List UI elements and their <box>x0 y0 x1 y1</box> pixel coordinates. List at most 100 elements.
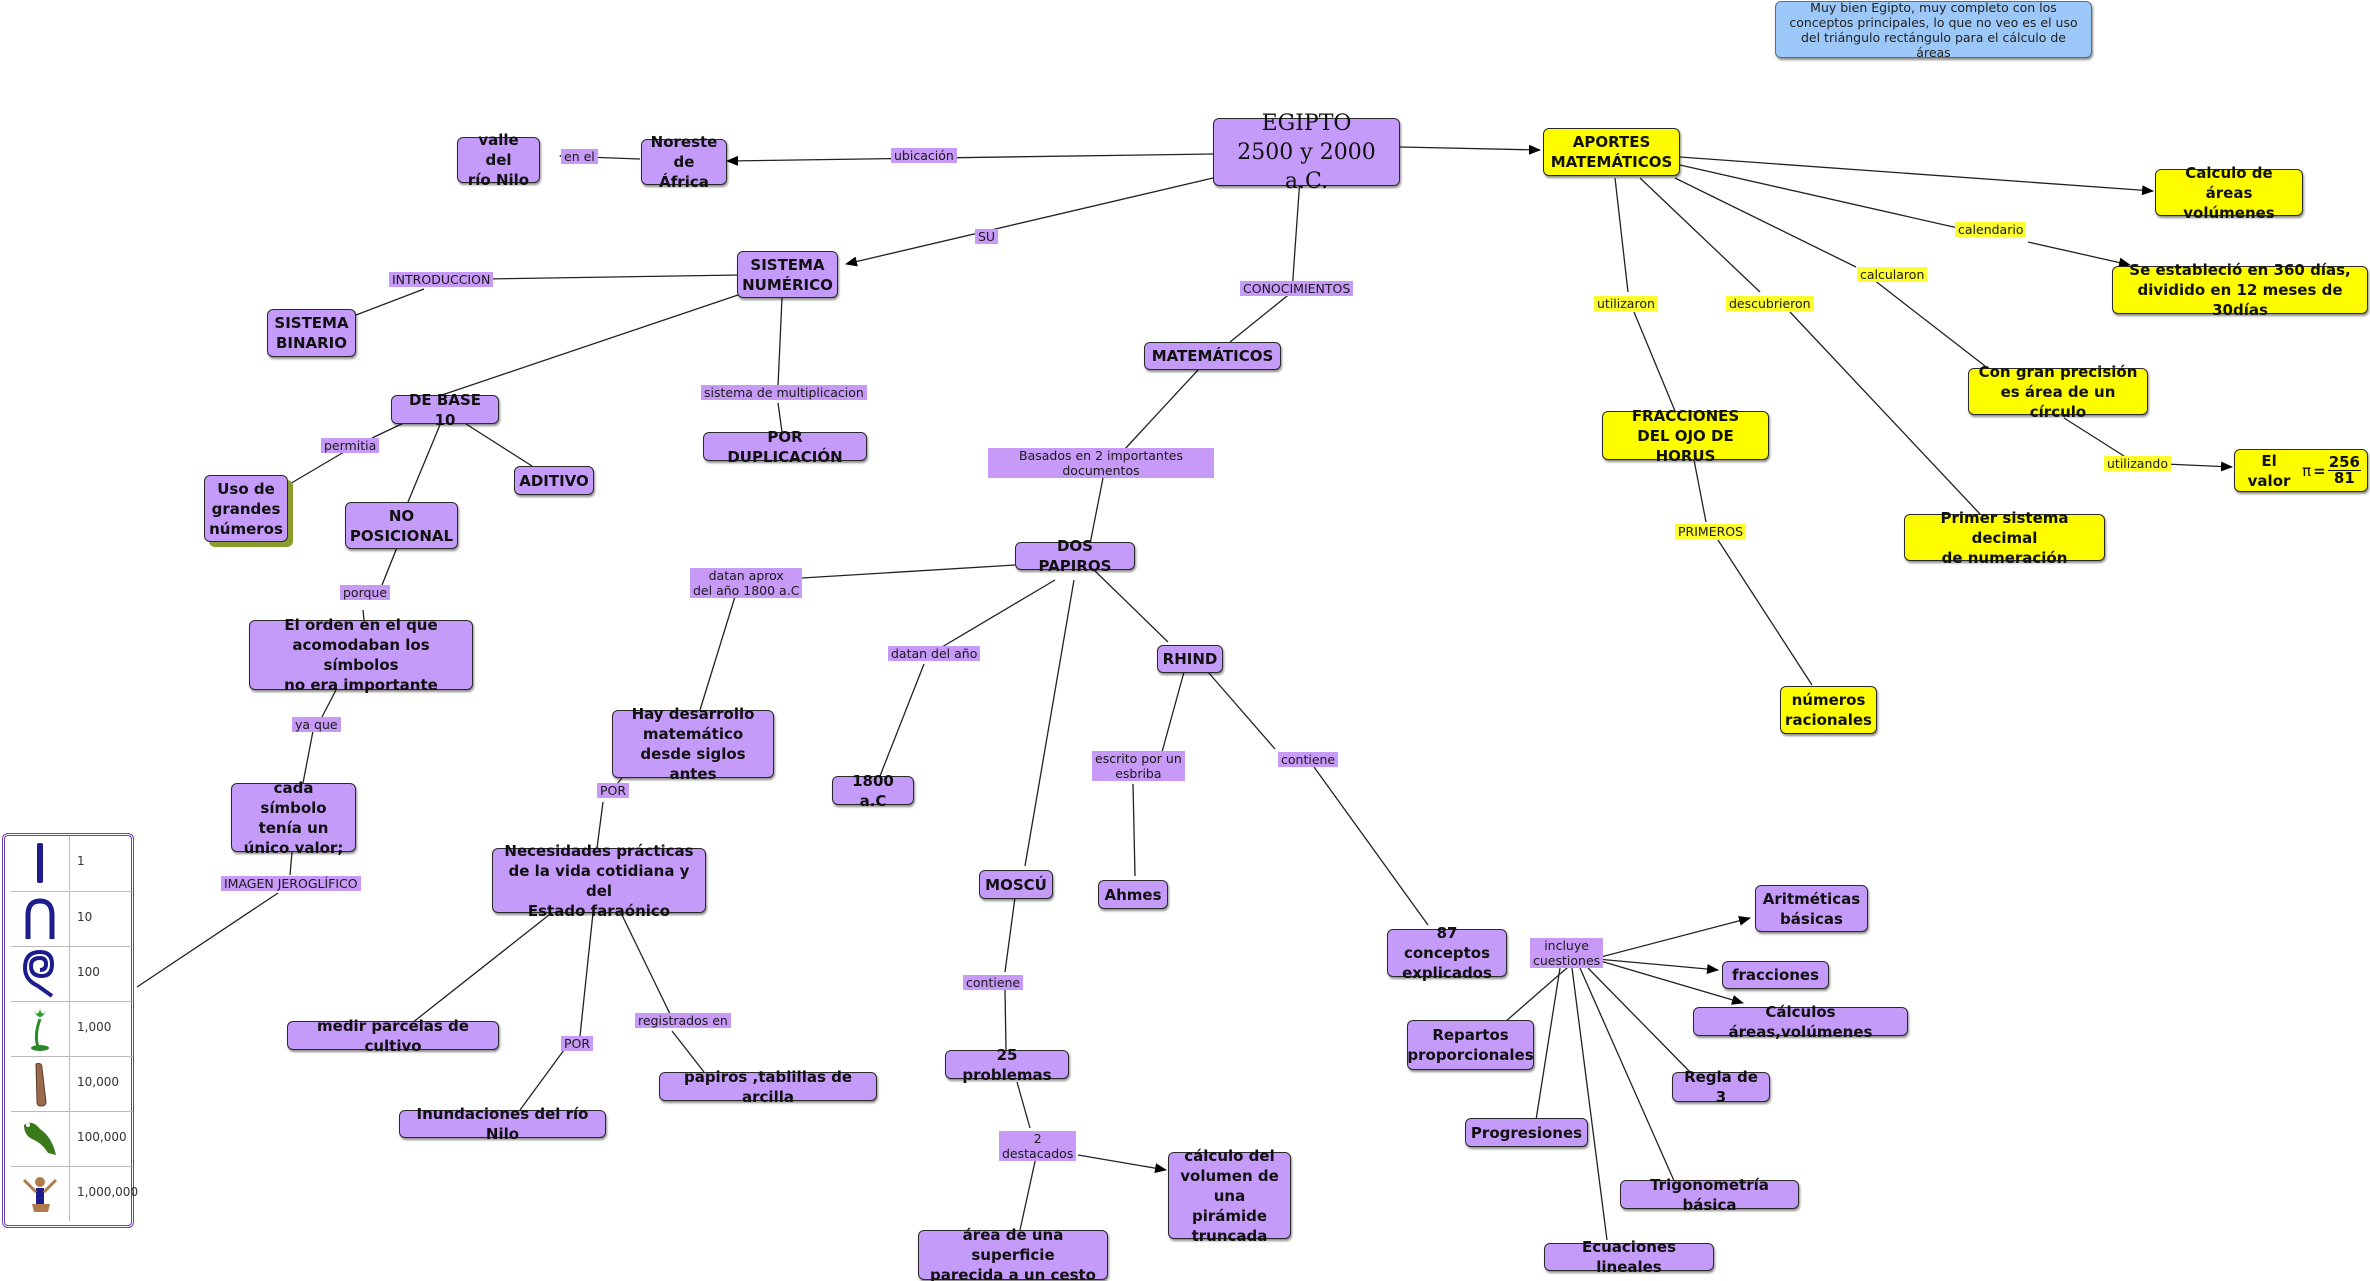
node-sistema-binario[interactable]: SISTEMA BINARIO <box>267 309 356 357</box>
hieroglyph-row: 1,000,000 <box>11 1166 138 1221</box>
node-valle-nilo[interactable]: valle del río Nilo <box>457 131 540 189</box>
hieroglyph-value: 10,000 <box>77 1075 119 1089</box>
root-node-egipto[interactable]: EGIPTO 2500 y 2000 a.C. <box>1213 111 1400 194</box>
label-sistema-multiplicacion: sistema de multiplicacion <box>701 385 867 400</box>
node-sistema-numerico[interactable]: SISTEMA NUMÉRICO <box>737 251 838 298</box>
label-en-el: en el <box>561 149 598 164</box>
pi-symbol: π <box>2302 461 2312 480</box>
node-moscu[interactable]: MOSCÚ <box>979 870 1053 899</box>
root-title: EGIPTO <box>1261 110 1352 136</box>
node-aditivo[interactable]: ADITIVO <box>514 466 594 495</box>
label-contiene-rhind: contiene <box>1278 752 1339 767</box>
node-87-conceptos[interactable]: 87 conceptos explicados <box>1387 924 1507 982</box>
hieroglyph-row: 10 <box>11 891 133 946</box>
node-valor-pi[interactable]: El valor π = 256 81 <box>2234 449 2368 492</box>
stroke-icon <box>11 836 70 890</box>
node-primer-sistema-decimal[interactable]: Primer sistema decimal de numeración <box>1904 509 2105 567</box>
node-inundaciones[interactable]: Inundaciones del río Nilo <box>399 1105 606 1143</box>
label-porque: porque <box>340 585 391 600</box>
frog-icon <box>11 1112 70 1166</box>
node-gran-precision[interactable]: Con gran precisión es área de un círculo <box>1968 363 2148 421</box>
label-utilizaron: utilizaron <box>1594 296 1658 311</box>
label-escrito-por: escrito por un esbriba <box>1092 751 1185 781</box>
label-su: SU <box>975 229 999 244</box>
label-datan-aprox: datan aprox del año 1800 a.C <box>690 568 803 598</box>
hieroglyph-row: 1 <box>11 836 133 890</box>
node-orden[interactable]: El orden en el que acomodaban los símbol… <box>249 616 473 694</box>
label-primeros: PRIMEROS <box>1675 524 1747 539</box>
node-ecuaciones[interactable]: Ecuaciones lineales <box>1544 1238 1714 1276</box>
coil-of-rope-icon <box>11 947 70 1001</box>
heel-bone-icon <box>11 892 70 946</box>
label-descubrieron: descubrieron <box>1726 296 1814 311</box>
node-no-posicional[interactable]: NO POSICIONAL <box>345 502 458 549</box>
node-cada-simbolo[interactable]: cada símbolo tenía un único valor; <box>231 779 356 857</box>
node-aritmeticas[interactable]: Aritméticas básicas <box>1755 885 1868 932</box>
hieroglyph-value: 1 <box>77 854 85 868</box>
node-calculo-areas-volumenes[interactable]: Calculo de áreas volúmenes <box>2155 164 2303 222</box>
node-repartos[interactable]: Repartos proporcionales <box>1407 1020 1534 1070</box>
label-por-2: POR <box>561 1036 594 1051</box>
node-papiros-tablillas[interactable]: papiros ,tablillas de arcilla <box>659 1068 877 1106</box>
node-area-superficie[interactable]: área de una superficie parecida a un ces… <box>918 1226 1108 1281</box>
node-aportes-matematicos[interactable]: APORTES MATEMÁTICOS <box>1543 128 1680 176</box>
pi-numerator: 256 <box>2327 453 2361 471</box>
hieroglyph-value: 1,000,000 <box>77 1185 139 1199</box>
hieroglyph-row: 100,000 <box>11 1111 133 1166</box>
root-subtitle: 2500 y 2000 a.C. <box>1237 139 1376 194</box>
node-por-duplicacion[interactable]: POR DUPLICACIÓN <box>703 428 867 466</box>
node-necesidades[interactable]: Necesidades prácticas de la vida cotidia… <box>492 842 706 920</box>
label-incluye-cuestiones: incluye cuestiones <box>1530 938 1604 968</box>
node-fracciones-ojo-horus[interactable]: FRACCIONES DEL OJO DE HORUS <box>1602 407 1769 465</box>
valor-label: El valor <box>2247 451 2291 490</box>
hieroglyph-value: 1,000 <box>77 1020 112 1034</box>
hieroglyph-row: 100 <box>11 946 133 1001</box>
node-ahmes[interactable]: Ahmes <box>1098 880 1168 909</box>
node-calculo-volumen[interactable]: cálculo del volumen de una pirámide trun… <box>1168 1147 1291 1245</box>
node-calculos-areas[interactable]: Cálculos áreas,volúmenes <box>1693 1003 1908 1041</box>
equals-sign: = <box>2313 461 2326 480</box>
node-dos-papiros[interactable]: DOS PAPIROS <box>1015 537 1135 575</box>
node-hay-desarrollo[interactable]: Hay desarrollo matemático desde siglos a… <box>612 705 774 783</box>
node-rhind[interactable]: RHIND <box>1157 645 1223 673</box>
pi-denominator: 81 <box>2333 469 2355 487</box>
label-permitia: permitia <box>321 438 380 453</box>
node-1800[interactable]: 1800 a.C <box>832 772 914 810</box>
hieroglyph-row: 10,000 <box>11 1056 133 1111</box>
label-ya-que: ya que <box>292 717 341 732</box>
label-calendario: calendario <box>1955 222 2027 237</box>
node-fracciones[interactable]: fracciones <box>1722 961 1829 989</box>
label-ubicacion: ubicación <box>891 148 957 163</box>
node-de-base-10[interactable]: DE BASE 10 <box>391 391 499 429</box>
label-conocimientos: CONOCIMIENTOS <box>1240 281 1354 296</box>
node-matematicos[interactable]: MATEMÁTICOS <box>1144 342 1281 370</box>
hieroglyph-value: 10 <box>77 910 93 924</box>
label-introduccion: INTRODUCCION <box>389 272 494 287</box>
label-calcularon: calcularon <box>1857 267 1928 282</box>
label-datan-del-ano: datan del año <box>888 646 981 661</box>
node-se-establecio[interactable]: Se estableció en 360 días, dividido en 1… <box>2112 261 2368 319</box>
node-progresiones[interactable]: Progresiones <box>1465 1118 1588 1147</box>
lotus-flower-icon <box>11 1002 70 1056</box>
node-numeros-racionales[interactable]: números racionales <box>1780 686 1877 734</box>
label-registrados-en: registrados en <box>635 1013 731 1028</box>
node-medir-parcelas[interactable]: medir parcelas de cultivo <box>287 1017 499 1055</box>
node-noreste[interactable]: Noreste de África <box>641 133 727 191</box>
node-trigonometria[interactable]: Trigonometría básica <box>1620 1176 1799 1214</box>
kneeling-god-icon <box>11 1167 70 1221</box>
node-uso-grandes-numeros[interactable]: Uso de grandes números <box>204 475 288 542</box>
label-basados: Basados en 2 importantes documentos <box>988 448 1214 478</box>
hieroglyph-table: 1 10 100 1,000 10,000 <box>2 833 138 1228</box>
node-regla-3[interactable]: Regla de 3 <box>1672 1068 1770 1106</box>
node-25-problemas[interactable]: 25 problemas <box>945 1046 1069 1084</box>
label-por-1: POR <box>597 783 630 798</box>
hieroglyph-value: 100 <box>77 965 100 979</box>
label-utilizando: utilizando <box>2104 456 2171 471</box>
finger-icon <box>11 1057 70 1111</box>
hieroglyph-row: 1,000 <box>11 1001 133 1056</box>
label-imagen-jeroglifico: IMAGEN JEROGLÍFICO <box>221 876 361 891</box>
label-contiene-moscu: contiene <box>963 975 1024 990</box>
hieroglyph-value: 100,000 <box>77 1130 127 1144</box>
